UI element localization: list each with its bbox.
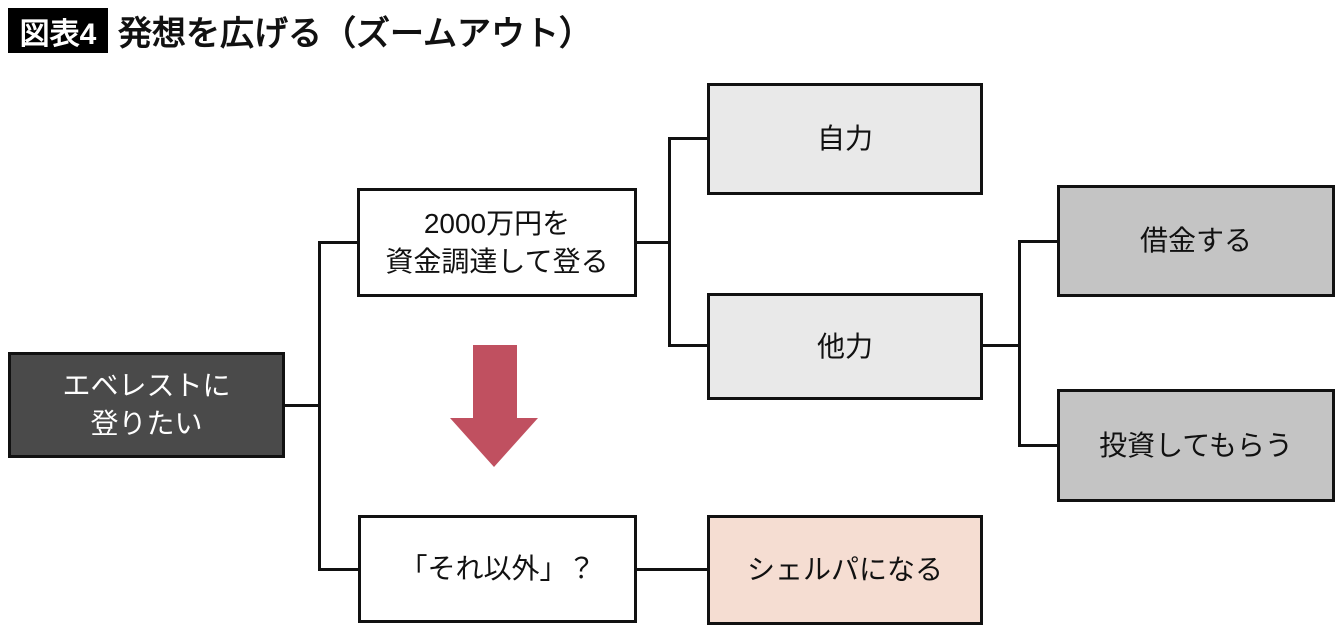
node-something-else: 「それ以外」？ — [358, 515, 637, 623]
node-raise-funds: 2000万円を 資金調達して登る — [357, 188, 637, 297]
connector-other-power-in — [668, 344, 710, 347]
node-become-sherpa-label: シェルパになる — [746, 554, 943, 586]
down-arrow-icon — [450, 345, 538, 467]
connector-alternative-in — [318, 568, 361, 571]
figure-number-badge: 図表4 — [8, 8, 108, 53]
down-arrow-head — [450, 418, 538, 467]
node-self-power: 自力 — [707, 83, 983, 195]
connector-level3-vertical — [1018, 240, 1021, 447]
figure-title-label: 発想を広げる（ズームアウト） — [118, 15, 593, 53]
node-raise-funds-line2: 資金調達して登る — [385, 245, 609, 277]
connector-borrow-in — [1018, 240, 1060, 243]
node-get-investment-label: 投資してもらう — [1099, 429, 1293, 461]
connector-self-power-in — [668, 137, 710, 140]
node-get-investment: 投資してもらう — [1057, 389, 1335, 502]
node-raise-funds-line1: 2000万円を — [423, 207, 571, 239]
node-other-power: 他力 — [707, 293, 983, 400]
node-climb-everest: エベレストに 登りたい — [8, 352, 285, 458]
node-climb-everest-line2: 登りたい — [90, 408, 203, 439]
connector-funding-out — [637, 241, 671, 244]
figure-title: 発想を広げる（ズームアウト） — [118, 8, 593, 53]
node-borrow-money: 借金する — [1057, 185, 1335, 297]
down-arrow-shaft — [473, 345, 517, 421]
node-borrow-money-label: 借金する — [1139, 225, 1252, 257]
node-something-else-label: 「それ以外」？ — [399, 553, 596, 585]
connector-level1-vertical — [318, 241, 321, 571]
connector-funding-in — [318, 241, 360, 244]
connector-root-horizontal — [285, 404, 321, 407]
connector-level2-vertical — [668, 137, 671, 347]
connector-other-power-out — [983, 344, 1021, 347]
node-climb-everest-line1: エベレストに — [62, 370, 231, 402]
node-other-power-label: 他力 — [816, 330, 873, 362]
node-self-power-label: 自力 — [816, 123, 873, 155]
node-become-sherpa: シェルパになる — [707, 515, 983, 625]
figure-number-label: 図表4 — [19, 17, 97, 51]
connector-sherpa-in — [637, 568, 710, 571]
connector-invest-in — [1018, 444, 1060, 447]
